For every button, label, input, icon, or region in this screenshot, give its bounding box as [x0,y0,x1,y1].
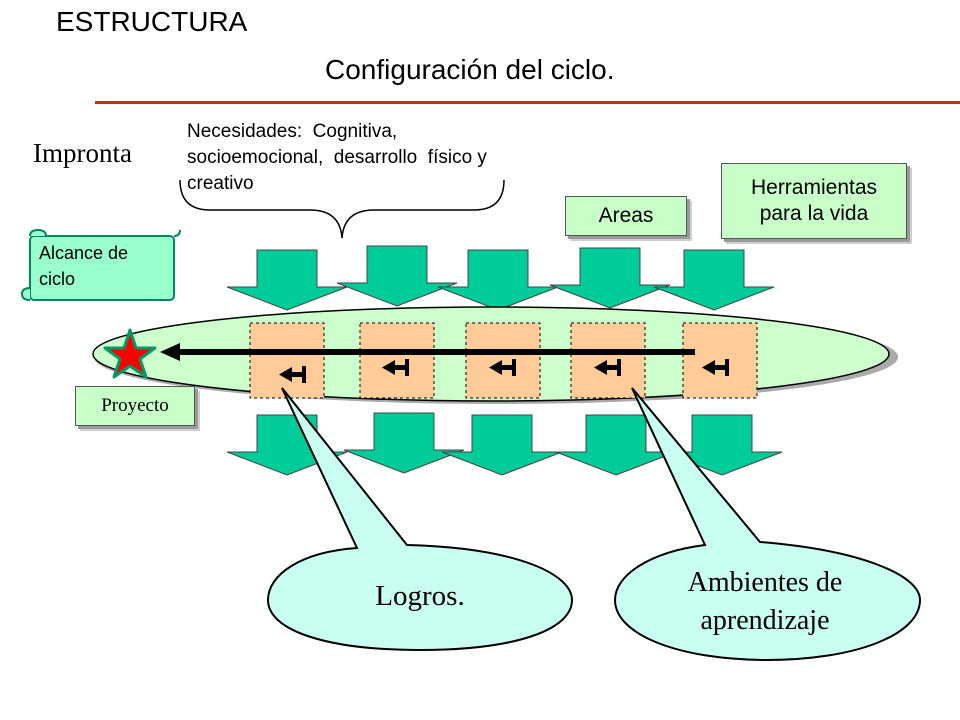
small-arrow-3 [489,359,516,376]
segment-3 [465,322,541,399]
top-arrow-2 [336,245,458,307]
page-title: Configuración del ciclo. [325,54,615,85]
alcance-line-2: ciclo [39,269,76,289]
segment-5 [682,322,758,399]
ambientes-callout [613,387,922,662]
segment-2 [359,322,435,399]
small-arrow-2 [382,359,409,376]
small-arrow-1 [279,366,306,383]
bottom-arrow-3 [441,414,563,476]
herramientas-line-1: Herramientas [750,176,878,199]
segment-4 [570,322,646,399]
small-arrow-4 [594,359,621,376]
needs-brace [179,179,505,239]
segment-1 [249,322,325,399]
areas-box: Areas [565,196,687,236]
proyecto-label: Proyecto [101,395,169,416]
needs-line-3: creativo [187,173,254,194]
top-arrow-3 [437,249,559,311]
logros-callout [266,387,574,652]
top-arrow-5 [653,249,775,311]
small-arrow-5 [702,359,729,376]
bottom-arrow-2 [343,412,465,474]
logros-label: Logros. [375,580,465,612]
areas-label: Areas [598,204,654,227]
ambientes-label: Ambientes de aprendizaje [615,564,915,640]
needs-line-1: Necesidades: Cognitiva, [187,121,398,142]
needs-line-2: socioemocional, desarrollo físico y [187,147,487,168]
bottom-arrows [226,412,783,476]
top-arrow-4 [549,247,671,309]
herramientas-line-2: para la vida [759,202,869,225]
alcance-scroll [20,228,181,301]
alcance-line-1: Alcance de [39,243,129,263]
needs-text: Necesidades: Cognitiva, socioemocional, … [187,119,567,197]
heading: ESTRUCTURA [56,6,248,37]
star-icon [103,328,157,379]
long-arrow [160,343,695,361]
cycle-segments [249,322,758,399]
bottom-arrow-4 [555,414,677,476]
title-rule [95,101,960,104]
top-arrows [226,245,775,311]
herramientas-box: Herramientas para la vida [721,163,907,239]
proyecto-box: Proyecto [75,386,195,426]
impronta-label: Impronta [33,138,132,168]
ambientes-line-2: aprendizaje [700,605,830,636]
top-arrow-1 [226,249,348,311]
small-arrows [279,359,729,383]
ambientes-line-1: Ambientes de [687,567,843,598]
alcance-label: Alcance de ciclo [39,240,169,292]
